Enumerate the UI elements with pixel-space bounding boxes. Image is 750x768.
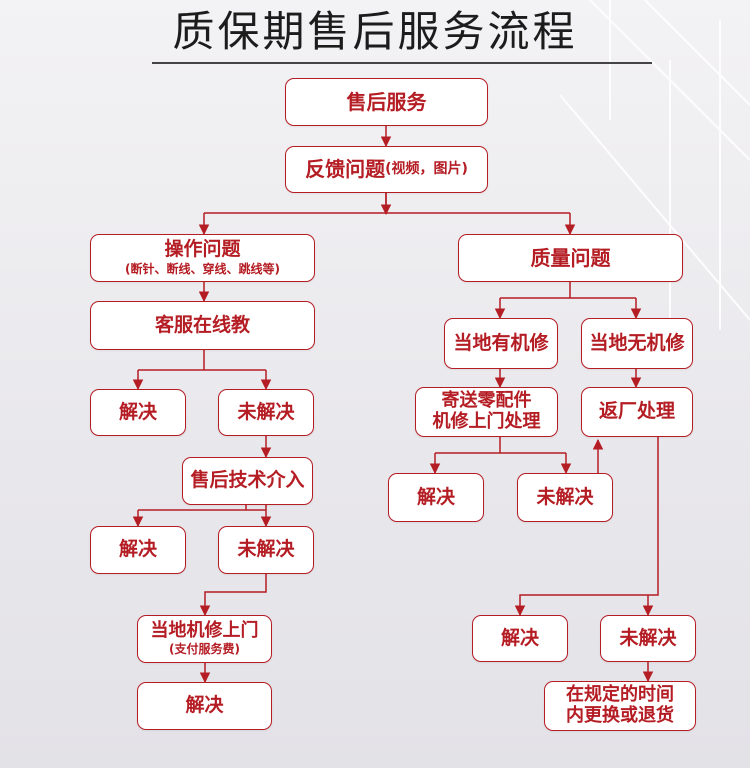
background-decoration (559, 0, 750, 330)
node-tech-intervention: 售后技术介入 (182, 457, 313, 505)
node-resolved-1: 解决 (90, 389, 186, 436)
node-online-teaching: 客服在线教 (90, 301, 315, 350)
connector-online-split (138, 350, 266, 371)
node-resolved-4: 解决 (388, 473, 484, 522)
node-resolved-5: 解决 (472, 615, 568, 662)
feedback-main-label: 反馈问题 (305, 157, 386, 181)
connector-quality-split (500, 282, 636, 299)
onsite-main-label: 当地机修上门 (150, 619, 259, 641)
onsite-detail-label: (支付服务费) (169, 642, 240, 657)
page-title: 质保期售后服务流程 (172, 7, 578, 56)
node-unresolved-5: 未解决 (600, 615, 696, 662)
connector-parts-split (435, 437, 566, 454)
send-parts-line1: 寄送零配件 (441, 390, 532, 412)
node-unresolved-1: 未解决 (218, 389, 314, 436)
node-replace-or-return: 在规定的时间 内更换或退货 (544, 681, 696, 731)
node-local-onsite-repair: 当地机修上门 (支付服务费) (137, 615, 272, 663)
replace-line2: 内更换或退货 (566, 705, 674, 726)
node-operation-issue: 操作问题 (断针、断线、穿线、跳线等) (90, 234, 315, 282)
node-feedback-issue: 反馈问题(视频，图片) (285, 146, 488, 193)
node-resolved-2: 解决 (90, 526, 186, 574)
node-send-parts: 寄送零配件 机修上门处理 (415, 387, 558, 437)
node-return-factory: 返厂处理 (581, 387, 693, 437)
node-quality-issue: 质量问题 (458, 234, 683, 282)
send-parts-line2: 机修上门处理 (432, 411, 541, 432)
node-local-no-mechanic: 当地无机修 (581, 318, 693, 369)
operation-main-label: 操作问题 (164, 238, 241, 261)
node-unresolved-2: 未解决 (218, 526, 314, 574)
node-resolved-3: 解决 (137, 682, 272, 730)
operation-detail-label: (断针、断线、穿线、跳线等) (125, 262, 280, 277)
connector-unresolved2-onsite (199, 574, 267, 617)
replace-line1: 在规定的时间 (566, 684, 674, 706)
node-after-sales-service: 售后服务 (285, 78, 488, 126)
connector-feedback-split (204, 193, 570, 214)
connector-tech-split (138, 505, 267, 511)
node-unresolved-4: 未解决 (517, 473, 613, 522)
title-underline (152, 62, 652, 64)
node-local-has-mechanic: 当地有机修 (444, 318, 558, 369)
connector-return-down (514, 437, 659, 617)
feedback-detail-label: (视频，图片) (385, 161, 468, 178)
